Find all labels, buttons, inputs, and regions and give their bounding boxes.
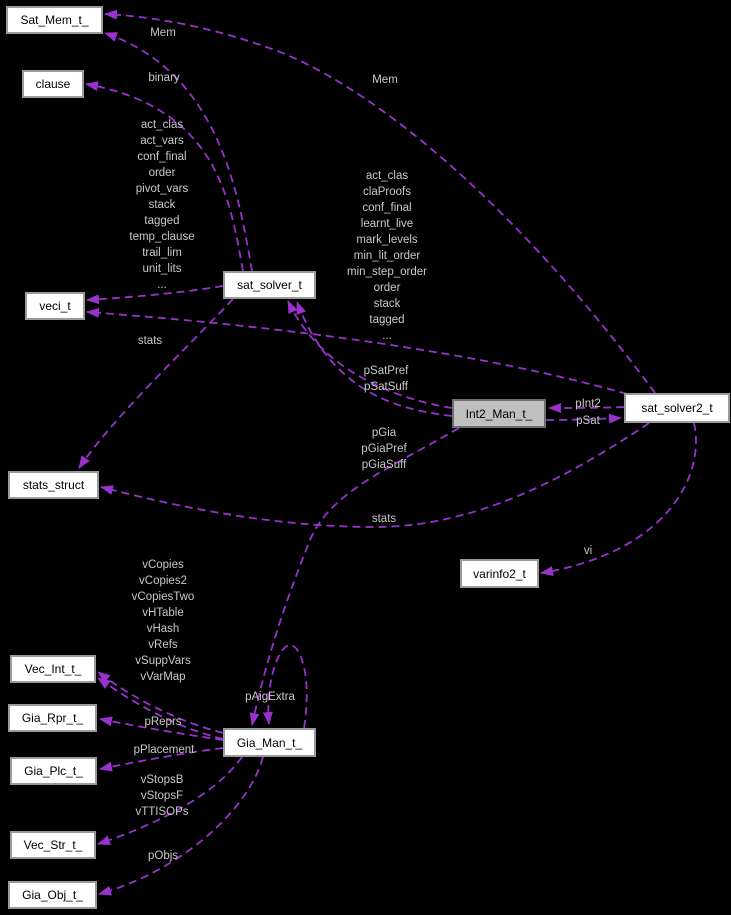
edge-binary-from-sat-solver <box>85 81 244 272</box>
edge-label-pplacement: pPlacement <box>133 744 195 756</box>
node-int2-man-t-main[interactable]: Int2_Man_t_ <box>452 399 546 428</box>
edge-paigextra-selfloop <box>262 644 308 729</box>
edge-label-stats-sat-solver2: stats <box>371 513 397 525</box>
edge-label-vcopies-members: vCopies vCopies2 vCopiesTwo vHTable vHas… <box>131 559 195 683</box>
node-gia-man-t[interactable]: Gia_Man_t_ <box>223 728 316 757</box>
edge-vi-from-sat-solver2 <box>540 422 697 577</box>
edge-veci-from-sat-solver <box>86 285 224 305</box>
edge-pint2 <box>548 402 625 413</box>
node-vec-int-t[interactable]: Vec_Int_t_ <box>10 655 96 683</box>
edge-label-pint2: pInt2 <box>575 398 601 410</box>
edge-mem-from-sat-solver2 <box>104 9 656 394</box>
edge-stats-from-sat-solver2 <box>100 422 650 528</box>
edge-label-mem-sat-solver2: Mem <box>372 74 398 86</box>
edge-label-sat-solver2-veci-members: act_clas claProofs conf_final learnt_liv… <box>347 170 427 342</box>
node-sat-solver2-t[interactable]: sat_solver2_t <box>624 393 730 423</box>
edge-vstops <box>97 756 243 845</box>
edge-label-paigextra: pAigExtra <box>245 691 295 703</box>
node-varinfo2-t[interactable]: varinfo2_t <box>460 559 539 588</box>
edge-veci-from-sat-solver2 <box>86 307 628 395</box>
node-veci-t[interactable]: veci_t <box>25 292 85 320</box>
edge-label-pgia-members: pGia pGiaPref pGiaSuff <box>361 427 407 471</box>
edge-label-binary: binary <box>148 72 180 84</box>
edge-label-pobjs: pObjs <box>147 850 179 862</box>
edge-label-vi: vi <box>583 545 593 557</box>
edge-label-psatpref-psatsuff: pSatPref pSatSuff <box>363 365 409 393</box>
node-stats-struct[interactable]: stats_struct <box>8 471 99 499</box>
edge-psatsuff <box>296 301 453 417</box>
edge-label-sat-solver-veci-members: act_clas act_vars conf_final order pivot… <box>129 119 195 291</box>
node-sat-mem-t[interactable]: Sat_Mem_t_ <box>6 6 103 34</box>
edge-label-mem-sat-solver: Mem <box>150 27 176 39</box>
node-gia-obj-t[interactable]: Gia_Obj_t_ <box>8 881 97 909</box>
edge-vcopies-b <box>97 677 224 740</box>
edge-stats-from-sat-solver <box>78 298 234 469</box>
edge-mem-from-sat-solver <box>104 32 253 272</box>
edge-label-preprs: pReprs <box>144 716 182 728</box>
edge-pplacement <box>99 747 224 772</box>
edge-psatpref <box>287 300 453 409</box>
node-sat-solver-t[interactable]: sat_solver_t <box>223 271 316 299</box>
edge-label-psat: pSat <box>576 415 600 427</box>
edge-label-vstops-members: vStopsB vStopsF vTTISOPs <box>135 774 189 818</box>
edge-preprs <box>99 716 224 741</box>
node-gia-plc-t[interactable]: Gia_Plc_t_ <box>10 757 97 785</box>
edge-pgia <box>249 427 460 726</box>
node-clause[interactable]: clause <box>22 70 84 98</box>
edge-psat <box>545 413 622 424</box>
node-vec-str-t[interactable]: Vec_Str_t_ <box>10 831 96 859</box>
edge-label-stats-sat-solver: stats <box>137 335 163 347</box>
node-gia-rpr-t[interactable]: Gia_Rpr_t_ <box>8 704 97 732</box>
